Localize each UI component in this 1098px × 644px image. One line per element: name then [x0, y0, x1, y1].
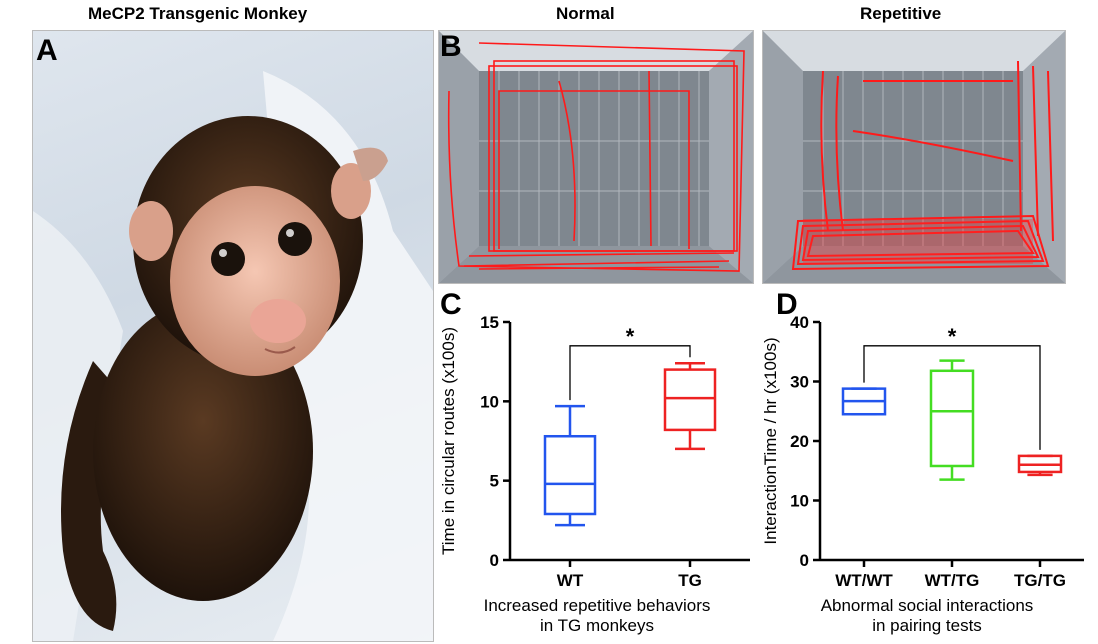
y-tick-label: 5 [490, 472, 499, 491]
y-tick-label: 20 [790, 432, 809, 451]
y-axis-label: InteractionTime / hr (x100s) [762, 337, 780, 544]
cage-normal-illustration [439, 31, 753, 283]
box-iqr [543, 434, 597, 516]
x-tick-label: WT/WT [835, 571, 893, 586]
panel-c-caption-line2: in TG monkeys [539, 616, 654, 635]
y-tick-label: 10 [790, 492, 809, 511]
significance-star: * [626, 324, 635, 349]
monkey-photo [32, 30, 434, 642]
panel-d-caption: Abnormal social interactions in pairing … [762, 596, 1092, 636]
panel-b-title-repetitive: Repetitive [860, 4, 942, 23]
x-tick-label: TG [678, 571, 702, 586]
panel-c-caption: Increased repetitive behaviors in TG mon… [432, 596, 762, 636]
box-iqr [663, 368, 717, 432]
panel-d-letter: D [776, 288, 798, 321]
significance-star: * [948, 324, 957, 349]
y-tick-label: 10 [480, 392, 499, 411]
x-tick-label: WT/TG [925, 571, 980, 586]
y-tick-label: 0 [800, 551, 809, 570]
y-tick-label: 40 [790, 313, 809, 332]
box-iqr [929, 369, 975, 468]
panel-a-title: MeCP2 Transgenic Monkey [88, 4, 308, 23]
significance-bracket [863, 345, 1041, 450]
panel-b-letter: B [440, 30, 462, 63]
panel-d-caption-line2: in pairing tests [872, 616, 982, 635]
cage-photo-normal [438, 30, 754, 284]
panel-a-letter: A [36, 34, 58, 67]
panel-c-letter: C [440, 288, 462, 321]
cage-repetitive-illustration [763, 31, 1065, 283]
panel-b-title-normal: Normal [556, 4, 615, 23]
y-tick-label: 30 [790, 373, 809, 392]
x-tick-label: WT [557, 571, 584, 586]
panel-d-caption-line1: Abnormal social interactions [820, 596, 1034, 615]
y-axis-label: Time in circular routes (x100s) [439, 327, 458, 555]
monkey-illustration [33, 71, 433, 641]
y-tick-label: 0 [490, 551, 499, 570]
cage-photo-repetitive [762, 30, 1066, 284]
x-tick-label: TG/TG [1014, 571, 1066, 586]
panel-c-caption-line1: Increased repetitive behaviors [483, 596, 711, 615]
significance-bracket [569, 345, 691, 401]
y-tick-label: 15 [480, 313, 499, 332]
